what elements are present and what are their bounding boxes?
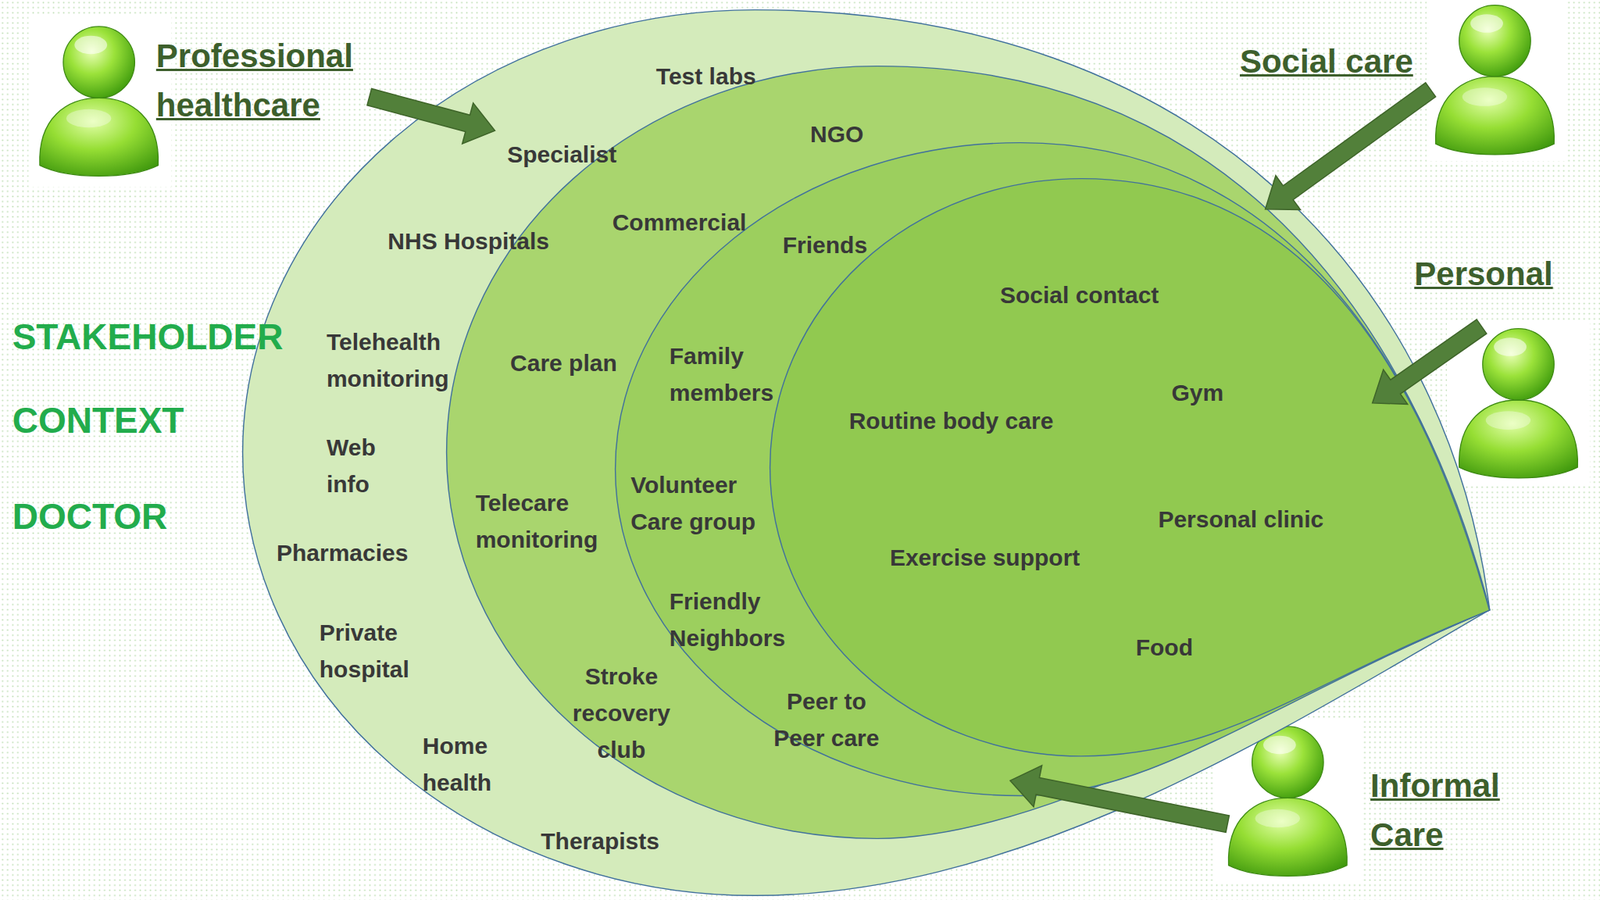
context-item: Telehealth monitoring — [326, 323, 483, 397]
stakeholder-node: Personal — [1455, 326, 1583, 480]
context-leaf: FriendsFamily membersVolunteer Care grou… — [613, 140, 1493, 798]
person-icon — [1459, 328, 1579, 479]
context-item: Home health — [422, 727, 517, 801]
icon-backdrop — [1446, 321, 1590, 485]
leaf-shape — [615, 142, 1490, 797]
leaf-shape — [770, 178, 1490, 757]
icon-backdrop — [28, 15, 172, 187]
block-arrow — [1265, 82, 1436, 211]
context-item: Volunteer Care group — [630, 466, 775, 540]
context-item: Personal clinic — [1157, 500, 1377, 538]
side-label: CONTEXT — [12, 398, 185, 443]
context-item: Gym — [1171, 374, 1289, 411]
person-icon — [1435, 5, 1555, 155]
context-item: Friends — [782, 226, 940, 264]
context-item: Family members — [669, 337, 803, 411]
context-item: Telecare monitoring — [475, 484, 633, 558]
context-leaf: Test labsSpecialistNHS HospitalsTeleheal… — [240, 7, 1492, 898]
context-item: Exercise support — [889, 539, 1140, 576]
context-item: Therapists — [540, 822, 744, 860]
context-item: Social contact — [1000, 276, 1219, 314]
context-item: Peer to Peer care — [764, 682, 890, 757]
icon-backdrop — [1426, 0, 1568, 161]
context-item: Routine body care — [849, 402, 1100, 440]
leaf-shape — [242, 10, 1490, 897]
context-item: NGO — [810, 115, 967, 153]
context-item: Care plan — [510, 344, 698, 382]
context-item: Specialist — [507, 135, 711, 173]
context-item: Test labs — [656, 57, 860, 95]
side-label: DOCTOR — [12, 494, 168, 539]
stakeholder-heading: Personal — [1414, 249, 1600, 299]
leaf-shape — [446, 66, 1490, 840]
stakeholder-heading: Professional healthcare — [156, 31, 383, 130]
context-item: Web info — [326, 428, 397, 503]
context-item: Stroke recovery club — [562, 657, 680, 768]
context-item: NHS Hospitals — [387, 222, 607, 260]
stakeholder-heading: Informal Care — [1370, 760, 1543, 860]
side-label: STAKEHOLDER — [12, 314, 284, 359]
person-icon — [39, 26, 159, 176]
context-item: Friendly Neighbors — [669, 582, 811, 657]
context-item: Pharmacies — [276, 534, 480, 572]
leaf-outline — [767, 176, 1492, 758]
stakeholder-node: Social care — [1430, 3, 1560, 156]
stakeholder-heading: Social care — [1239, 36, 1443, 86]
context-item: Food — [1135, 628, 1254, 666]
context-leaf: Social contactGymRoutine body carePerson… — [767, 176, 1492, 758]
stakeholder-node: Informal Care — [1227, 724, 1349, 878]
context-leaf: NGO CommercialCare planTelecare monitorin… — [444, 64, 1492, 841]
stakeholder-node: Professional healthcare — [30, 20, 370, 182]
context-item: Private hospital — [319, 614, 437, 688]
context-item: Commercial — [612, 203, 816, 241]
